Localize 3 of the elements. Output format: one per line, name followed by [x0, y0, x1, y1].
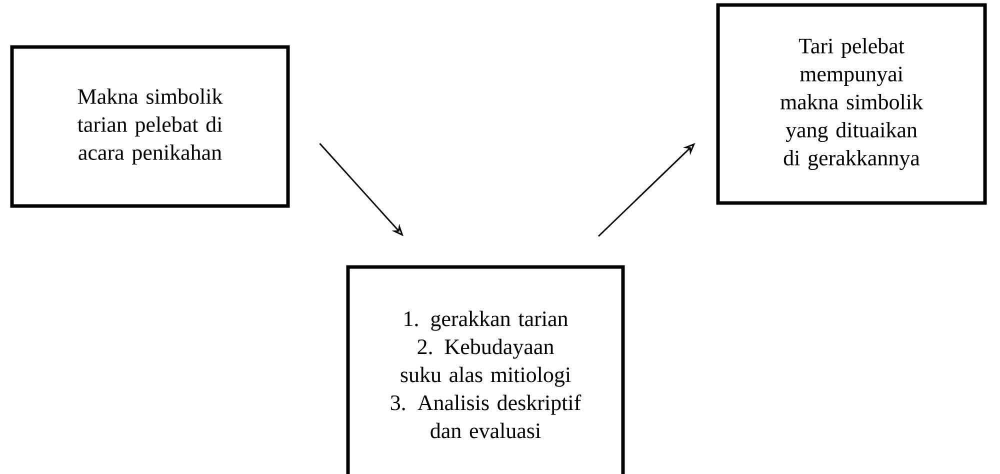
text-box: Tari pelebat mempunyai makna simbolik yang dituaikan di gerakkannya — [716, 3, 987, 205]
text-box: Makna simbolik tarian pelebat di acara penikahan — [10, 45, 290, 208]
text-box: 1. gerakkan tarian 2. Kebudayaan suku alas mitiologi 3. Analisis deskriptif dan evaluasi — [346, 265, 625, 474]
